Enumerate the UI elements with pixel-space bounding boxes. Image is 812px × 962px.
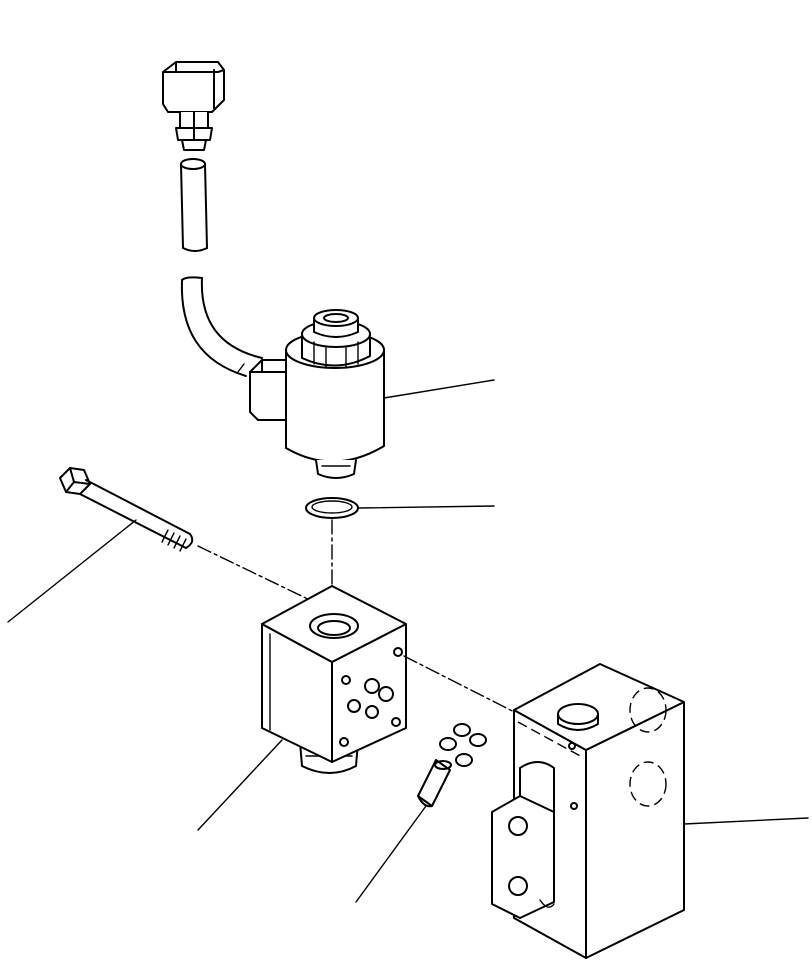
leader-valve-block [198,740,282,830]
leader-lines [8,380,808,902]
leader-bracket-block [684,818,808,824]
leader-solenoid [384,380,494,398]
valve-block-icon [262,586,406,773]
block-centerline [404,656,530,720]
o-ring-icon [306,498,358,518]
wire-harness-icon [181,159,262,376]
bolt-centerline [198,546,314,602]
pin-icon [418,760,451,806]
leader-o-ring [358,506,494,508]
solenoid-coil-icon [250,310,384,478]
leader-pin [356,806,426,902]
small-o-rings-icon [440,724,486,766]
connector-plug-icon [163,62,224,150]
bolt-icon [60,468,192,551]
leader-bolt [8,520,136,622]
mounting-bracket-block-icon [492,664,684,958]
